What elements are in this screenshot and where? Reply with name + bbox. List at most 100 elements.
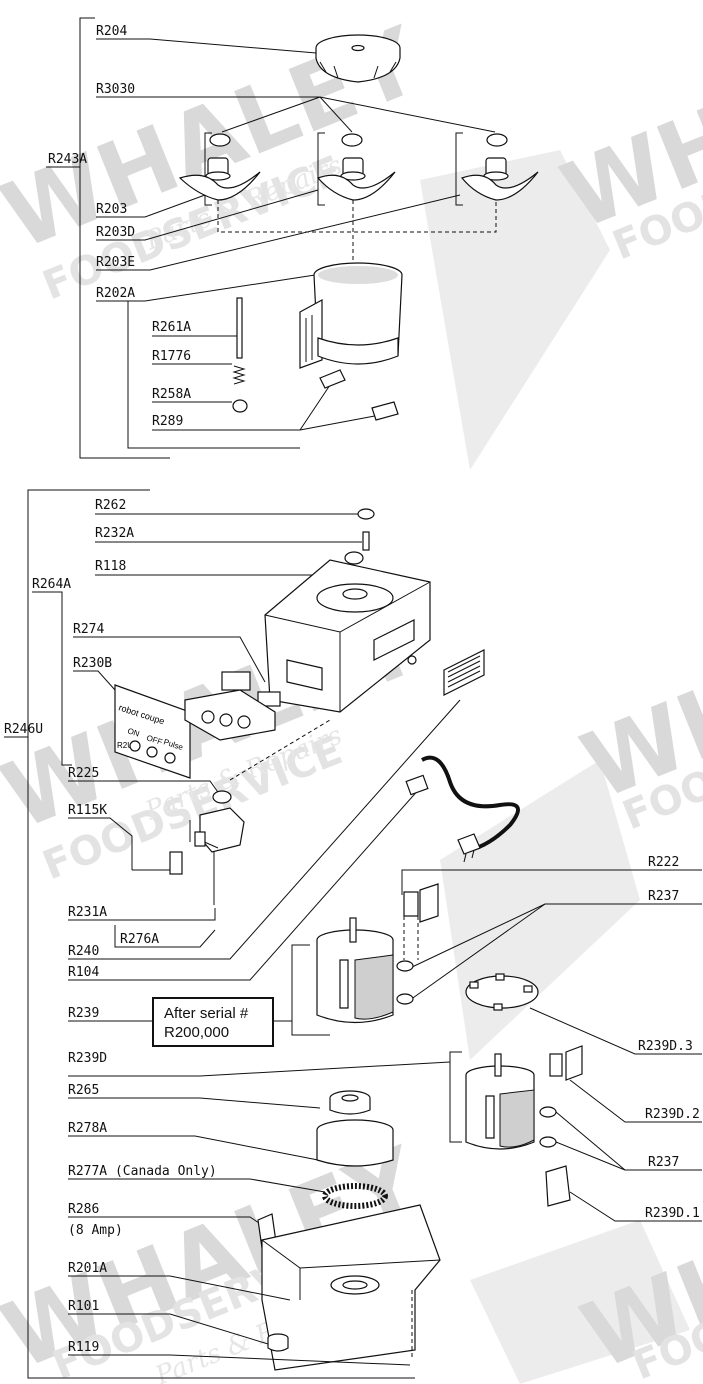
panel-model-text: R2U: [117, 741, 133, 750]
part-label-R286: R286: [68, 1202, 99, 1217]
bracket: [455, 132, 463, 206]
leader-line: [68, 780, 221, 796]
leader-line: [221, 96, 321, 133]
leader-line: [68, 1275, 291, 1301]
part-label-R277A: R277A (Canada Only): [68, 1164, 217, 1179]
part-label-R237: R237: [648, 889, 679, 904]
leader-line: [68, 699, 461, 960]
base-part: [261, 1204, 441, 1371]
part-label-R243A: R243A: [48, 152, 87, 167]
leader-line: [68, 1097, 321, 1109]
bracket: [449, 1051, 462, 1143]
leader-line: [409, 903, 546, 1001]
nut-part: [232, 399, 248, 413]
power-cord-part: [405, 755, 520, 863]
mounting-plate-part: [465, 973, 539, 1011]
motor-housing-part: [264, 559, 431, 713]
control-panel-part: robot coupe ON OFF Pulse R2U: [114, 684, 191, 779]
watermark-logo-shape: [470, 1220, 690, 1384]
leader-line: [199, 1061, 451, 1077]
pad-part: [371, 401, 399, 421]
serial-note-box: After serial # R200,000: [152, 997, 274, 1047]
group-bracket: [27, 489, 415, 1379]
leader-line: [68, 1313, 269, 1345]
leader-line: [96, 194, 206, 218]
part-label-R289: R289: [152, 414, 183, 429]
vent-grille-part: [443, 649, 485, 696]
part-label-R104: R104: [68, 965, 99, 980]
leader-line: [73, 670, 116, 691]
part-label-R119: R119: [68, 1340, 99, 1355]
bottom-assembly: R246U R264A R262 R232A R118 R274: [4, 489, 702, 1379]
dashed-connector: [229, 719, 331, 781]
seal-part: [344, 551, 364, 565]
part-label-R202A: R202A: [96, 286, 135, 301]
part-label-R239D2: R239D.2: [645, 1107, 700, 1122]
part-label-R201A: R201A: [68, 1261, 107, 1276]
leader-line: [569, 1079, 702, 1123]
part-label-R1776: R1776: [152, 349, 191, 364]
leader-line: [68, 787, 421, 981]
pad-part: [319, 369, 346, 389]
part-label-R258A: R258A: [152, 387, 191, 402]
gear-ring-part: [322, 1183, 388, 1209]
switch-part: [221, 671, 251, 691]
lid-part: [315, 34, 401, 83]
top-assembly: R243A R204 R3030: [46, 17, 539, 459]
part-label-R265: R265: [68, 1083, 99, 1098]
part-label-R231A: R231A: [68, 905, 107, 920]
part-label-R261A: R261A: [152, 320, 191, 335]
part-label-R203E: R203E: [96, 255, 135, 270]
ring-part: [316, 1119, 394, 1167]
switch-block-part: [184, 689, 276, 741]
foot-part: [267, 1333, 289, 1352]
panel-on-text: ON: [126, 726, 140, 738]
leader-line: [68, 908, 216, 921]
blade-part: [178, 157, 261, 201]
leader-line: [73, 636, 266, 683]
motor-body-part: [316, 883, 439, 1024]
part-label-R262: R262: [95, 498, 126, 513]
part-label-8amp: (8 Amp): [68, 1223, 123, 1238]
relay-part: [545, 1165, 571, 1207]
pin-part: [236, 297, 243, 359]
leader-line: [96, 38, 341, 56]
leader-line: [96, 274, 316, 302]
leader-line: [319, 96, 353, 133]
part-label-R225: R225: [68, 766, 99, 781]
switch-part: [257, 691, 281, 707]
motor-body-part: [465, 1045, 583, 1150]
leader-line: [68, 1354, 411, 1366]
part-label-R239D1: R239D.1: [645, 1206, 700, 1221]
part-label-R204: R204: [96, 24, 127, 39]
part-label-R203D: R203D: [96, 225, 135, 240]
part-label-R237b: R237: [648, 1155, 679, 1170]
leader-line: [68, 1178, 326, 1193]
bracket: [204, 132, 212, 206]
bracket: [317, 132, 325, 206]
leader-line: [529, 1007, 702, 1055]
leader-line: [401, 869, 702, 895]
leader-line: [569, 1191, 702, 1222]
leader-line: [32, 591, 72, 766]
screw-part: [362, 531, 370, 551]
part-label-R239D: R239D: [68, 1051, 107, 1066]
part-label-R278A: R278A: [68, 1121, 107, 1136]
leader-line: [291, 944, 310, 1021]
leader-line: [274, 1020, 330, 1036]
part-label-R246U: R246U: [4, 722, 43, 737]
part-label-R239: R239: [68, 1006, 99, 1021]
serial-note-line2: R200,000: [164, 1024, 230, 1041]
bowl-part: [299, 262, 403, 369]
watermark-logo-shape: [420, 150, 610, 470]
part-label-R101: R101: [68, 1299, 99, 1314]
part-label-R239D3: R239D.3: [638, 1039, 693, 1054]
part-label-R240: R240: [68, 944, 99, 959]
leader-line: [127, 301, 300, 449]
part-label-R276A: R276A: [120, 932, 159, 947]
bearing-part: [212, 790, 232, 804]
cap-part: [341, 133, 363, 147]
part-label-R264A: R264A: [32, 577, 71, 592]
blade-part: [316, 157, 396, 201]
